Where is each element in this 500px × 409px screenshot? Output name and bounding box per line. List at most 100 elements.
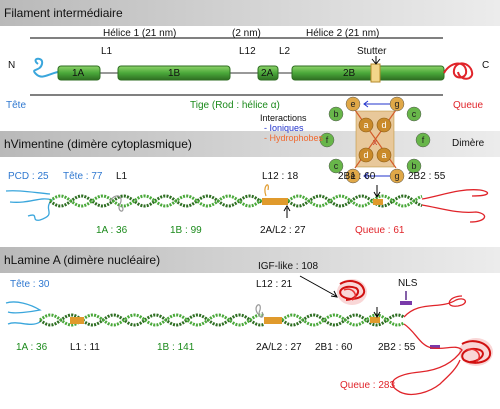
wheel-ring-residue-label: c xyxy=(412,109,417,119)
vim-L1-loop xyxy=(109,195,124,212)
vim-2B2-label: 2B2 : 55 xyxy=(408,171,446,182)
wheel-ring-residue-label: f xyxy=(422,135,425,145)
wheel-ring-residue-b xyxy=(328,106,344,122)
wheel-ring-residue-g xyxy=(389,96,405,112)
head-coil xyxy=(33,57,59,78)
igf-domain-lower xyxy=(459,338,493,366)
section-band-vimentin xyxy=(0,131,500,157)
gap-label: (2 nm) xyxy=(232,28,261,39)
wheel-ring-residue-label: e xyxy=(350,171,355,181)
lam-NLS-box-2 xyxy=(430,345,440,349)
vim-2A-L2-block xyxy=(262,198,288,205)
wheel-ring-residue-label: c xyxy=(334,161,339,171)
stutter-arrow-head xyxy=(371,58,381,65)
wheel-core-residue-a xyxy=(358,117,374,133)
wheel-ring-residue-f xyxy=(319,132,335,148)
wheel-ring-residue-label: b xyxy=(411,161,416,171)
vim-rod-2-strand-2 xyxy=(287,194,423,208)
C-terminus-label: C xyxy=(482,60,490,71)
vim-rod-1-strand-2 xyxy=(49,194,263,208)
L1-label: L1 xyxy=(101,46,113,57)
wheel-ring-residue-e xyxy=(345,168,361,184)
seg-2A-label: 2A xyxy=(261,68,274,79)
wheel-x-mark: x xyxy=(373,137,378,147)
stutter-label: Stutter xyxy=(357,46,387,57)
lam-1B-label: 1B : 141 xyxy=(157,342,195,353)
wheel-ring-residue-f xyxy=(415,132,431,148)
rod-label: Tige (Rod : hélice α) xyxy=(190,100,280,111)
lam-tail-length-label: Queue : 283 xyxy=(340,380,396,391)
vim-2B1-label: 2B1 : 60 xyxy=(338,171,376,182)
tail-label: Queue xyxy=(453,100,484,111)
wheel-ring-residue-label: f xyxy=(326,135,329,145)
wheel-core-residue-label: d xyxy=(363,150,368,160)
interactions-hydrophobic: - Hydrophobes xyxy=(264,133,324,143)
igf-domain-upper xyxy=(337,279,367,305)
wheel-ring-residue-label: g xyxy=(394,171,399,181)
N-terminus-label: N xyxy=(8,60,16,71)
wheel-ring-residue-e xyxy=(345,96,361,112)
wheel-ring-residue-label: g xyxy=(394,99,399,109)
lam-L1-label: L1 : 11 xyxy=(70,342,100,353)
L2-label: L2 xyxy=(279,46,291,57)
lam-2AL2-label: 2A/L2 : 27 xyxy=(256,342,302,353)
segment-1A xyxy=(57,65,101,81)
lam-stutter-arrow-head xyxy=(373,311,381,318)
section-band-lamin xyxy=(0,247,500,273)
lam-NLS-label: NLS xyxy=(398,278,418,289)
vim-L12-loop xyxy=(264,184,269,197)
seg-2B-label: 2B xyxy=(343,68,356,79)
lam-rod-2-strand-2 xyxy=(281,313,405,327)
vim-2AL2-label: 2A/L2 : 27 xyxy=(260,225,306,236)
lam-L12-label: L12 : 21 xyxy=(256,279,293,290)
lam-NLS-box xyxy=(400,301,412,305)
lam-coiled-coil xyxy=(39,313,405,327)
vim-tail-upper xyxy=(421,189,489,200)
lam-igf-label: IGF-like : 108 xyxy=(258,261,319,272)
wheel-core-residue-a xyxy=(376,147,392,163)
wheel-ring-residue-b xyxy=(406,158,422,174)
vim-2AL2-arrow-head xyxy=(283,205,291,212)
wheel-ring-residue-c xyxy=(406,106,422,122)
dimer-label: Dimère xyxy=(452,138,485,149)
vim-stutter-arrow-head xyxy=(373,191,381,198)
seg-1B-label: 1B xyxy=(168,68,181,79)
lam-2B1-label: 2B1 : 60 xyxy=(315,342,353,353)
lam-tail-upper xyxy=(403,295,466,318)
vim-coiled-coil xyxy=(49,194,423,208)
interactions-title: Interactions xyxy=(260,113,307,123)
igf-arrow-head xyxy=(330,290,338,298)
stutter-box xyxy=(370,63,381,83)
vim-tail-length-label: Queue : 61 xyxy=(355,225,405,236)
wheel-core-residue-label: d xyxy=(381,120,386,130)
wheel-core-residue-label: a xyxy=(381,150,386,160)
vim-head-length-label: Tête : 77 xyxy=(63,171,103,182)
lam-2B2-label: 2B2 : 55 xyxy=(378,342,416,353)
lam-head-lower xyxy=(7,321,41,325)
head-label: Tête xyxy=(6,100,27,111)
vim-1B-label: 1B : 99 xyxy=(170,225,202,236)
lam-stutter-block xyxy=(370,317,380,323)
vim-L1-label: L1 xyxy=(116,171,128,182)
wheel-core-residue-d xyxy=(358,147,374,163)
vim-rod-2-strand-1 xyxy=(287,194,423,208)
section-band-filament xyxy=(0,0,500,26)
vim-L12-label: L12 : 18 xyxy=(262,171,299,182)
wheel-ring-residue-label: b xyxy=(333,109,338,119)
igf-arrow xyxy=(299,275,337,297)
wheel-ring-residue-label: e xyxy=(350,99,355,109)
vim-tail-lower xyxy=(421,204,486,223)
tail-coil xyxy=(443,62,474,80)
wheel-core-residue-d xyxy=(376,117,392,133)
lam-head-length-label: Tête : 30 xyxy=(10,279,50,290)
lam-head-upper xyxy=(5,301,42,314)
interactions-ionic: - Ioniques xyxy=(264,123,304,133)
lam-tail-lower xyxy=(391,323,463,396)
lam-1A-label: 1A : 36 xyxy=(16,342,48,353)
vim-head-lower xyxy=(9,198,54,221)
vim-pcd-label: PCD : 25 xyxy=(8,171,49,182)
